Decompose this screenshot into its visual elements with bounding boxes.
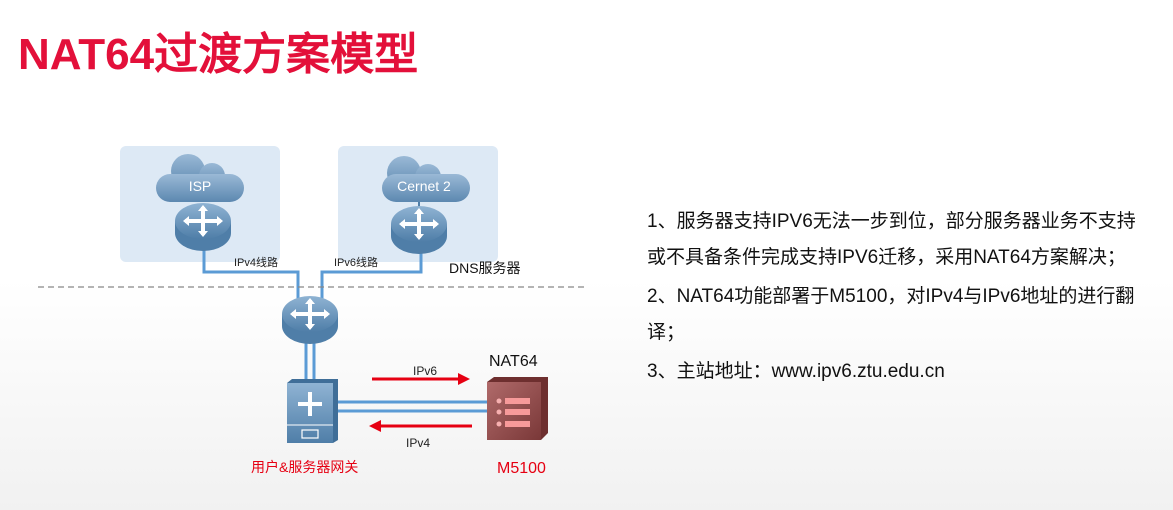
page-title: NAT64过渡方案模型 xyxy=(18,30,419,79)
ipv6-arrow-label: IPv6 xyxy=(413,364,437,378)
dns-label: DNS服务器 xyxy=(449,260,521,276)
cernet-label: Cernet 2 xyxy=(397,178,451,194)
ipv4-arrow-label: IPv4 xyxy=(406,436,430,450)
cernet-router-icon xyxy=(389,204,449,256)
m5100-device-icon xyxy=(487,377,548,440)
note-item: 3、主站地址：www.ipv6.ztu.edu.cn xyxy=(647,361,945,382)
device-label: M5100 xyxy=(497,460,546,477)
ipv6-line-label: IPv6线路 xyxy=(334,255,378,269)
notes-list: 1、服务器支持IPV6无法一步到位，部分服务器业务不支持或不具备条件完成支持IP… xyxy=(647,204,1147,393)
isp-router-icon xyxy=(173,201,233,253)
nat64-label: NAT64 xyxy=(489,353,538,370)
cernet-cloud-icon xyxy=(382,156,470,202)
note-item: 1、服务器支持IPV6无法一步到位，部分服务器业务不支持或不具备条件完成支持IP… xyxy=(647,211,1136,268)
core-router-icon xyxy=(280,294,340,346)
gateway-label: 用户&服务器网关 xyxy=(251,459,358,475)
isp-cloud-icon xyxy=(156,154,244,202)
ipv4-arrow-icon xyxy=(369,420,472,432)
ipv4-line-label: IPv4线路 xyxy=(234,255,278,269)
gateway-switch-icon xyxy=(287,379,338,443)
isp-label: ISP xyxy=(189,178,212,194)
note-item: 2、NAT64功能部署于M5100，对IPv4与IPv6地址的进行翻译； xyxy=(647,286,1135,343)
ipv6-arrow-icon xyxy=(372,373,470,385)
